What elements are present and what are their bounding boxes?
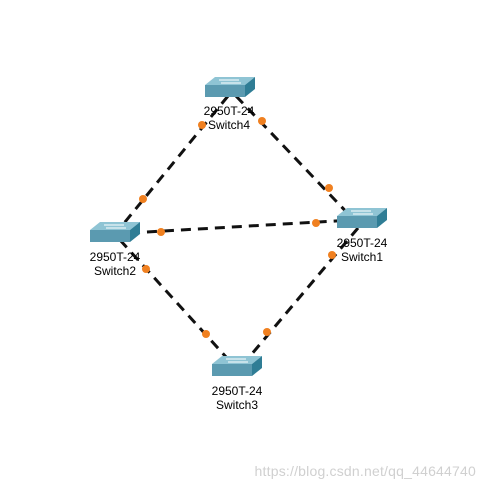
port-light (139, 195, 147, 203)
node-label-switch3: 2950T-24 Switch3 (192, 384, 282, 412)
link-switch2-switch1[interactable] (129, 218, 353, 235)
port-light (198, 121, 206, 129)
port-light (263, 328, 271, 336)
node-label-switch1: 2950T-24 Switch1 (317, 236, 407, 264)
node-model: 2950T-24 (89, 250, 141, 264)
port-light (258, 117, 266, 125)
port-light (328, 251, 336, 259)
node-name: Switch3 (215, 398, 259, 412)
watermark: https://blog.csdn.net/qq_44644740 (254, 463, 476, 479)
port-light (157, 228, 165, 236)
node-model: 2950T-24 (336, 236, 388, 250)
node-name: Switch1 (340, 250, 384, 264)
node-label-switch2: 2950T-24 Switch2 (70, 250, 160, 278)
link-switch1-switch3[interactable] (238, 227, 360, 369)
switch-icon[interactable] (205, 77, 255, 97)
port-light (202, 330, 210, 338)
link-switch4-switch2[interactable] (114, 95, 230, 234)
links-layer (114, 94, 360, 370)
node-name: Switch2 (93, 264, 137, 278)
node-label-switch4: 2950T-24 Switch4 (184, 104, 274, 132)
switch-icon[interactable] (337, 208, 387, 228)
node-model: 2950T-24 (203, 104, 255, 118)
port-light (312, 219, 320, 227)
port-light (325, 184, 333, 192)
switch-icon[interactable] (212, 356, 262, 376)
node-name: Switch4 (207, 118, 251, 132)
link-switch2-switch3[interactable] (118, 238, 238, 370)
switch-icon[interactable] (90, 222, 140, 242)
link-switch4-switch1[interactable] (234, 94, 358, 224)
port-lights-layer (139, 117, 336, 338)
port-light (142, 265, 150, 273)
node-model: 2950T-24 (211, 384, 263, 398)
